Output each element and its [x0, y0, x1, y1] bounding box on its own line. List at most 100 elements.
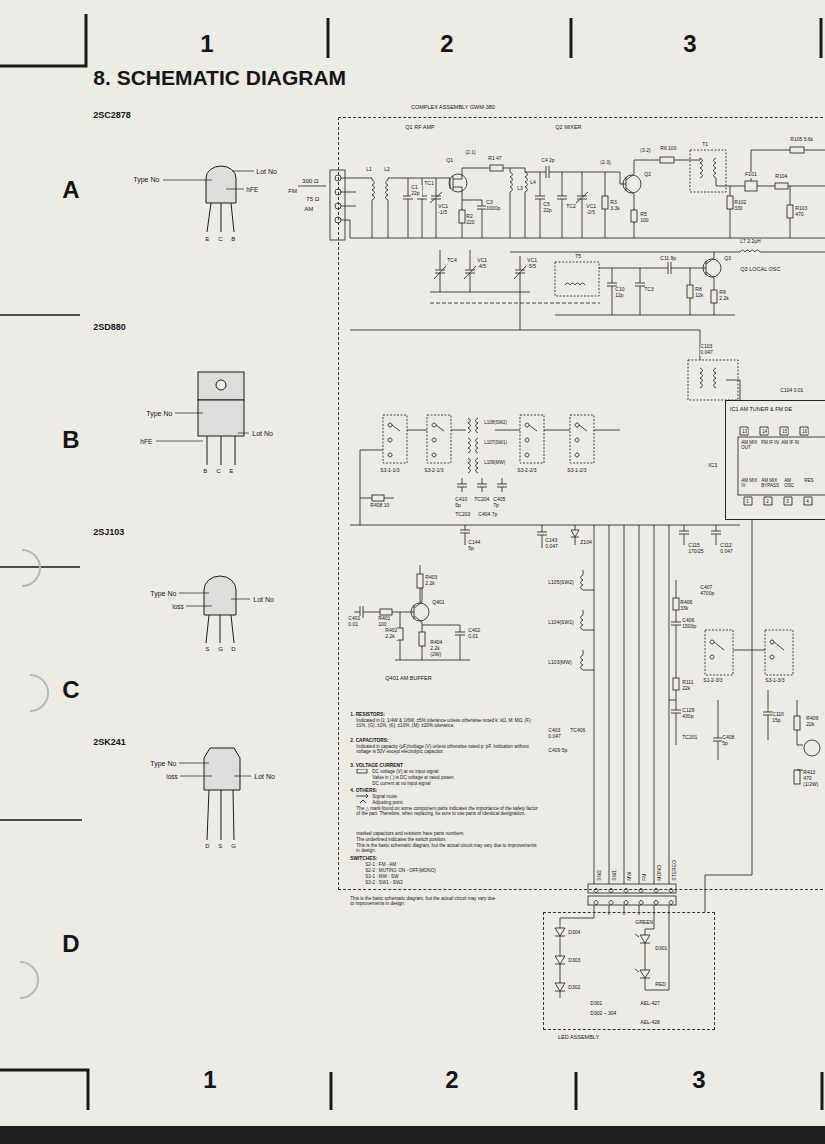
transistor-packages — [156, 166, 254, 840]
assembly-region: COMPLEX ASSEMBLY GWM-380IC1 AM TUNER & F… — [338, 117, 825, 890]
schematic-label: This is the basic schematic diagram, but… — [356, 843, 542, 854]
ic-pin — [740, 427, 812, 505]
resistor-symbol — [673, 598, 679, 610]
schematic-label: GREEN — [635, 920, 653, 926]
led-symbol — [555, 905, 669, 998]
switch-symbol — [705, 630, 733, 675]
schematic-label: 15 — [782, 429, 788, 434]
schematic-label: (2.3) — [600, 160, 611, 166]
schematic-label: 3. VOLTAGE CURRENT — [350, 763, 403, 769]
resistor-symbol — [631, 210, 637, 222]
schematic-label: B — [231, 236, 236, 243]
schematic-label: 1. RESISTORS: — [350, 712, 385, 718]
schematic-label: 2SD880 — [93, 322, 126, 332]
schematic-label: R5 100 — [640, 212, 653, 224]
schematic-label: Lot No — [256, 168, 277, 176]
schematic-label: T1 — [702, 142, 708, 148]
schematic-label: Q401 — [432, 600, 445, 606]
schematic-label: TC204 — [474, 497, 490, 503]
bus-wire — [350, 292, 740, 400]
schematic-label: C403 0.047 — [548, 728, 565, 740]
coil-symbol — [372, 158, 760, 670]
schematic-label: C — [216, 468, 221, 475]
leader-line — [156, 171, 254, 776]
schematic-label: Q3 LOCAL OSC — [740, 266, 781, 272]
resistor-symbol — [490, 165, 503, 171]
node-label: COMPLEX ASSEMBLY GWM-380 — [411, 104, 495, 110]
resistor-symbol — [790, 147, 804, 153]
schematic-label: hFE — [140, 438, 153, 445]
resistor-symbol — [419, 632, 425, 646]
schematic-label: R409 22k — [806, 716, 821, 728]
schematic-label: S — [218, 843, 223, 850]
schematic-label: 3 — [786, 499, 789, 504]
schematic-label: AM — [304, 206, 314, 213]
schematic-label: S3-1-1/3 — [380, 468, 400, 474]
schematic-label: S3-2 : SW1 - SW2 — [365, 880, 403, 885]
grid-reference: 2 — [445, 1066, 459, 1094]
schematic-label: Indicated in capacity (μF)/voltage (V) u… — [356, 744, 542, 755]
frame-marks — [0, 14, 822, 1110]
schematic-label: 2SC2878 — [93, 110, 131, 120]
schematic-label: Indicated in Ω, 1/4W & 1/6W, ±5% toleran… — [356, 718, 542, 729]
schematic-label: C5 22p — [543, 202, 554, 214]
resistor-symbol — [417, 574, 423, 588]
schematic-label: R9 2.2k — [719, 290, 732, 302]
connector — [588, 884, 676, 893]
grid-reference: 1 — [200, 30, 214, 58]
to220-body — [198, 400, 244, 436]
pin-name: MONO — [657, 865, 663, 881]
schematic-label: C112 0.047 — [720, 543, 737, 555]
resistor-symbol — [673, 678, 679, 690]
flat-body — [204, 748, 240, 790]
schematic-label: R3 3.3k — [610, 200, 623, 212]
schematic-label: Q2 MIXER — [555, 124, 582, 130]
schematic-label: C405 7p — [493, 497, 506, 509]
schematic-label: hFE — [246, 186, 259, 193]
resistor-symbol — [372, 495, 384, 501]
schematic-label: D302 — [568, 985, 581, 991]
schematic-label: AM OSC — [784, 478, 801, 488]
schematic-label: R413 470 (1/2W) — [803, 770, 822, 787]
connector-pin — [594, 889, 673, 905]
schematic-label: T5 — [575, 254, 581, 260]
schematic-label: L1 — [366, 167, 372, 173]
schematic-label: Z104 — [580, 540, 592, 546]
schematic-label: 2SK241 — [93, 737, 126, 747]
pin-name: SW2 — [597, 870, 603, 881]
schematic-label: C406 1500p — [682, 618, 697, 630]
schematic-label: AM IF IN — [781, 440, 800, 445]
schematic-label: C402 0.01 — [468, 628, 481, 640]
punch-hole — [20, 550, 48, 998]
schematic-label: TC1 — [424, 181, 434, 187]
pin-name: STEREO — [672, 860, 678, 881]
schematic-label: The △ mark found on some component parts… — [356, 806, 542, 817]
terminal — [335, 217, 341, 223]
switch-contact — [388, 423, 587, 457]
schematic-label: G — [218, 646, 223, 653]
schematic-label: Q1 RF AMP — [405, 124, 435, 130]
schematic-label: R6 100 — [660, 146, 677, 152]
schematic-label: TC201 — [682, 735, 698, 741]
schematic-label: C410 5p — [455, 497, 468, 509]
terminal — [335, 189, 341, 195]
resistor-symbol — [794, 770, 800, 784]
schematic-label: C4 2p — [541, 158, 555, 164]
schematic-label: D302 ~ 304 — [590, 1011, 617, 1017]
schematic-label: G — [231, 843, 236, 850]
schematic-label: R2 220 — [466, 214, 479, 226]
pin-name: FM — [642, 873, 648, 881]
resistor-symbol — [397, 628, 403, 640]
schematic-label: L107(SW1) — [484, 440, 507, 445]
schematic-label: C104 0.01 — [780, 388, 804, 394]
schematic-label: IC1 — [708, 462, 718, 469]
schematic-label: VC1 -1/5 — [438, 204, 451, 216]
schematic-label: R103 470 — [795, 206, 810, 218]
schematic-label: C404 7p — [478, 512, 498, 518]
schematic-label: AM MIX IV — [741, 478, 760, 488]
switch-symbol — [427, 415, 451, 463]
schematic-label: 2SJ103 — [93, 527, 125, 537]
schematic-label: E — [229, 468, 234, 475]
schematic-label: marked capacitors and resistors have par… — [356, 831, 465, 836]
